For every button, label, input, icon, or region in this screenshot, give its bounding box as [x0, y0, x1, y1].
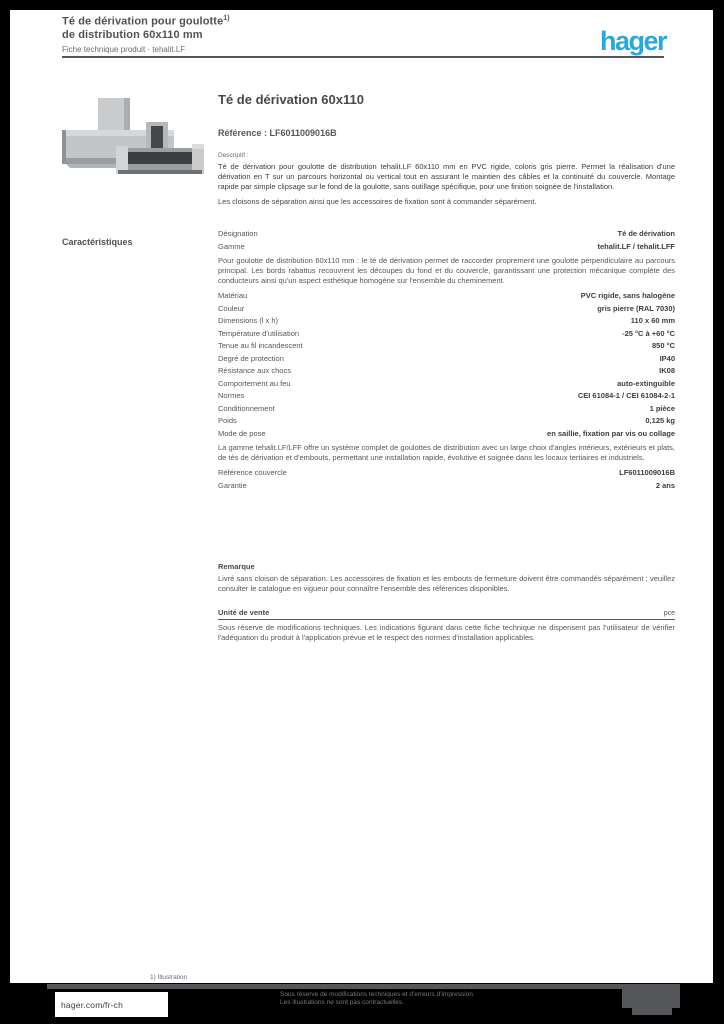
spec-paragraph: Pour goulotte de distribution 60x110 mm … — [218, 256, 675, 285]
spec-value: CEI 61084-1 / CEI 61084-2-1 — [577, 391, 675, 400]
spec-value: -25 °C à +60 °C — [622, 328, 675, 338]
spec-row: Gamme tehalit.LF / tehalit.LFF — [218, 241, 675, 254]
spec-name: Comportement au feu — [218, 378, 291, 388]
footer-divider — [47, 984, 625, 989]
characteristics-list: Désignation Té de dérivation Gamme tehal… — [218, 228, 675, 492]
page-tab-ear — [632, 1008, 672, 1015]
spec-value: LF6011009016B — [619, 468, 675, 477]
spec-value: tehalit.LF / tehalit.LFF — [597, 241, 676, 251]
sales-unit-value: pce — [663, 610, 675, 617]
spec-name: Tenue au fil incandescent — [218, 341, 303, 350]
spec-row: Désignation Té de dérivation — [218, 228, 675, 241]
spec-value: Té de dérivation — [617, 229, 675, 238]
spec-row: Conditionnement 1 pièce — [218, 403, 675, 416]
product-description-note: Les cloisons de séparation ainsi que les… — [218, 197, 537, 206]
footer-url-box: hager.com/fr-ch — [55, 992, 168, 1017]
notes-text: Livré sans cloison de séparation. Les ac… — [218, 574, 675, 593]
title-line-2: de distribution 60x110 mm — [62, 28, 203, 41]
footnote-text: 1) Illustration — [150, 974, 188, 981]
spec-row: Tenue au fil incandescent 850 °C — [218, 340, 675, 353]
spec-value: 0,125 kg — [645, 416, 675, 425]
main-column: Té de dérivation 60x110 Référence : LF60… — [218, 92, 675, 206]
spec-name: Normes — [218, 391, 245, 400]
spec-row: Comportement au feu auto-extinguible — [218, 378, 675, 391]
title-footnote-marker: 1) — [223, 15, 230, 22]
spec-row: Garantie 2 ans — [218, 480, 675, 493]
trunking-t-piece-front — [116, 122, 204, 174]
sales-unit-label: Unité de vente — [218, 608, 270, 617]
spec-row: Poids 0,125 kg — [218, 415, 675, 428]
spec-value: 850 °C — [651, 341, 675, 350]
spec-value: 2 ans — [655, 480, 675, 490]
footer-legal-line-2: Les illustrations ne sont pas contractue… — [280, 999, 404, 1006]
spec-name: Degré de protection — [218, 353, 284, 363]
footer-legal-line-1: Sous réserve de modifications techniques… — [280, 991, 475, 998]
title-line-1-text: Té de dérivation pour goulotte — [62, 15, 224, 28]
sales-section: Unité de vente pce Sous réserve de modif… — [218, 608, 675, 642]
document-title-block: Té de dérivation pour goulotte1) de dist… — [62, 12, 362, 55]
product-photo — [62, 98, 204, 174]
title-line-1: Té de dérivation pour goulotte1) — [62, 12, 362, 29]
spec-name: Dimensions (l x h) — [218, 316, 279, 325]
spec-name: Couleur — [218, 303, 245, 313]
description-caption: Descriptif : — [218, 152, 249, 159]
notes-label: Remarque — [218, 562, 255, 571]
sales-unit-row: Unité de vente pce — [218, 608, 675, 620]
product-description: Té de dérivation pour goulotte de distri… — [218, 162, 675, 191]
spec-row: Résistance aux chocs IK08 — [218, 365, 675, 378]
spec-row: Couleur gris pierre (RAL 7030) — [218, 303, 675, 316]
spec-value: 110 x 60 mm — [630, 316, 675, 325]
spec-value: 1 pièce — [649, 403, 675, 413]
spec-paragraph: La gamme tehalit.LF/LFF offre un système… — [218, 443, 675, 462]
spec-row: Dimensions (l x h) 110 x 60 mm — [218, 315, 675, 328]
spec-value: auto-extinguible — [617, 378, 675, 388]
spec-name: Garantie — [218, 480, 247, 490]
sales-disclaimer: Sous réserve de modifications techniques… — [218, 623, 675, 642]
footer-legal-block: Sous réserve de modifications techniques… — [280, 991, 510, 1007]
notes-section: Remarque Livré sans cloison de séparatio… — [218, 562, 675, 594]
page-tab — [622, 984, 680, 1008]
spec-value: gris pierre (RAL 7030) — [597, 303, 675, 313]
spec-row: Mode de pose en saillie, fixation par vi… — [218, 428, 675, 441]
spec-value: PVC rigide, sans halogène — [580, 291, 675, 300]
spec-name: Résistance aux chocs — [218, 366, 291, 375]
spec-row: Référence couvercle LF6011009016B — [218, 467, 675, 480]
spec-row: Degré de protection IP40 — [218, 353, 675, 366]
spec-name: Matériau — [218, 291, 248, 300]
product-reference: Référence : LF6011009016B — [218, 128, 337, 138]
spec-name: Référence couvercle — [218, 468, 287, 477]
spec-name: Mode de pose — [218, 428, 266, 438]
spec-name: Poids — [218, 416, 237, 425]
spec-row: Matériau PVC rigide, sans halogène — [218, 290, 675, 303]
title-line-3: Fiche technique produit · tehalit.LF — [62, 44, 186, 54]
footer-url-link[interactable]: hager.com/fr-ch — [61, 999, 124, 1010]
spec-value: IP40 — [659, 353, 675, 363]
spec-value: IK08 — [659, 366, 675, 375]
spec-name: Température d'utilisation — [218, 328, 300, 338]
spec-name: Désignation — [218, 229, 258, 238]
spec-value: en saillie, fixation par vis ou collage — [547, 428, 675, 438]
frame-left — [0, 0, 10, 1024]
spec-name: Conditionnement — [218, 403, 275, 413]
frame-right — [713, 0, 724, 1024]
product-heading: Té de dérivation 60x110 — [218, 92, 364, 107]
spec-name: Gamme — [218, 241, 245, 251]
sidebar-section-label: Caractéristiques — [62, 237, 133, 247]
spec-row: Température d'utilisation -25 °C à +60 °… — [218, 328, 675, 341]
header-divider — [62, 56, 664, 58]
frame-top — [0, 0, 724, 10]
spec-row: Normes CEI 61084-1 / CEI 61084-2-1 — [218, 390, 675, 403]
hager-logo: hager — [599, 26, 668, 56]
